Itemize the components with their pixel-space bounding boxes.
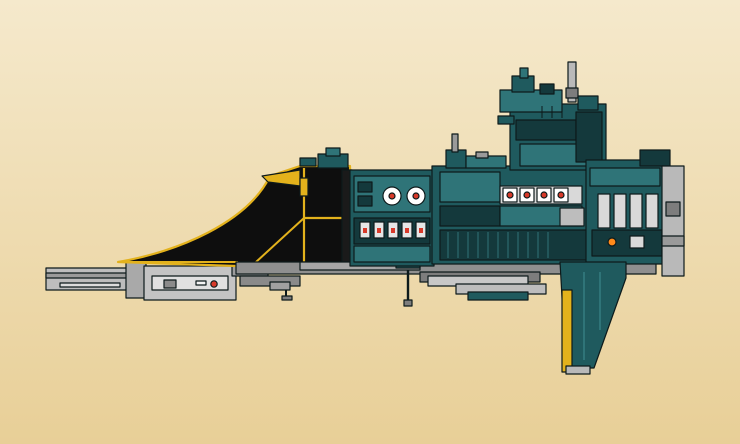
midship-section (299, 147, 435, 267)
prow-armor (116, 164, 354, 268)
ventral-fin (559, 261, 627, 375)
bridge-tower (497, 61, 607, 171)
port-light-row (502, 187, 569, 203)
engine-vents (597, 193, 659, 229)
engine-block (585, 149, 685, 277)
engine-glow-light (607, 237, 617, 247)
cannon-red-light (210, 280, 218, 288)
aft-hull (431, 133, 605, 265)
